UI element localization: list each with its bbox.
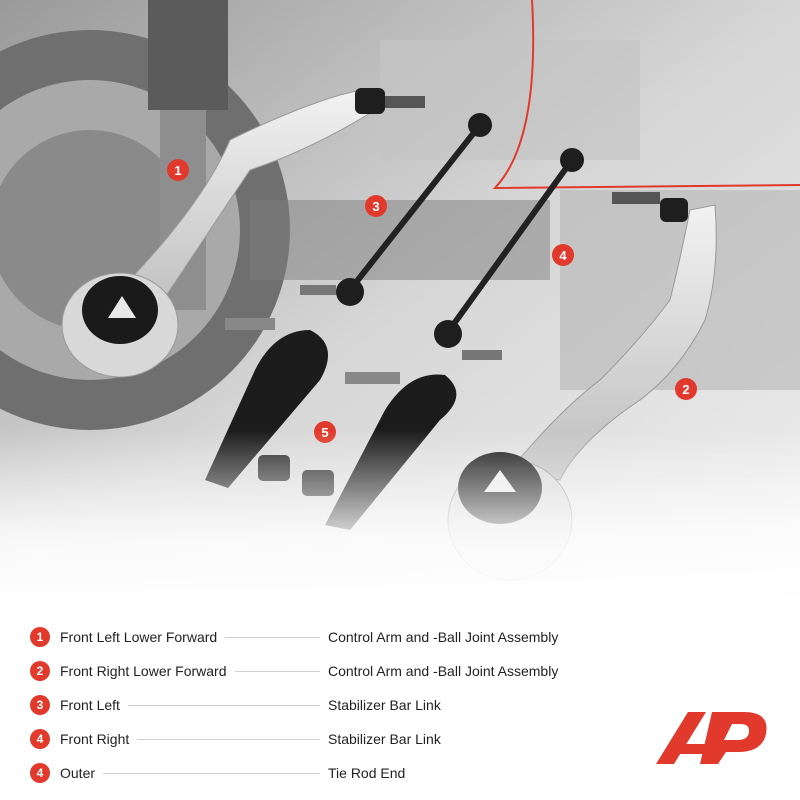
legend-number: 2 — [30, 661, 50, 681]
stabilizer-link-right — [445, 158, 575, 334]
suspension-illustration — [0, 0, 800, 600]
legend-row: 4 Outer Tie Rod End — [30, 756, 590, 790]
legend-description: Stabilizer Bar Link — [328, 731, 441, 747]
bushing — [258, 455, 290, 481]
legend-row: 4 Front Right Stabilizer Bar Link — [30, 722, 590, 756]
legend-label: Outer — [60, 765, 96, 781]
legend-number: 4 — [30, 729, 50, 749]
legend-description: Control Arm and -Ball Joint Assembly — [328, 629, 559, 645]
legend-label: Front Right Lower Forward — [60, 663, 227, 679]
bushing — [302, 470, 334, 496]
callout-4: 4 — [552, 244, 574, 266]
product-photo: 1 2 3 4 5 — [0, 0, 800, 600]
callout-3: 3 — [365, 195, 387, 217]
legend-description: Tie Rod End — [328, 765, 406, 781]
legend-label: Front Right — [60, 731, 130, 747]
callout-5: 5 — [314, 421, 336, 443]
legend-description: Stabilizer Bar Link — [328, 697, 441, 713]
leader-line — [234, 670, 320, 672]
callout-1: 1 — [167, 159, 189, 181]
legend-number: 4 — [30, 763, 50, 783]
strut-boot — [148, 0, 228, 110]
legend-number: 1 — [30, 627, 50, 647]
callout-2: 2 — [675, 378, 697, 400]
legend-row: 3 Front Left Stabilizer Bar Link — [30, 688, 590, 722]
stabilizer-link-left — [347, 123, 483, 292]
parts-legend: 1 Front Left Lower Forward Control Arm a… — [30, 620, 590, 790]
legend-label: Front Left Lower Forward — [60, 629, 218, 645]
accent-line — [492, 0, 800, 190]
leader-line — [225, 636, 320, 638]
legend-row: 1 Front Left Lower Forward Control Arm a… — [30, 620, 590, 654]
legend-row: 2 Front Right Lower Forward Control Arm … — [30, 654, 590, 688]
a-premium-logo-icon — [656, 712, 767, 764]
legend-number: 3 — [30, 695, 50, 715]
leader-line — [103, 772, 320, 774]
leader-line — [127, 704, 320, 706]
legend-description: Control Arm and -Ball Joint Assembly — [328, 663, 559, 679]
leader-line — [137, 738, 320, 740]
legend-label: Front Left — [60, 697, 120, 713]
